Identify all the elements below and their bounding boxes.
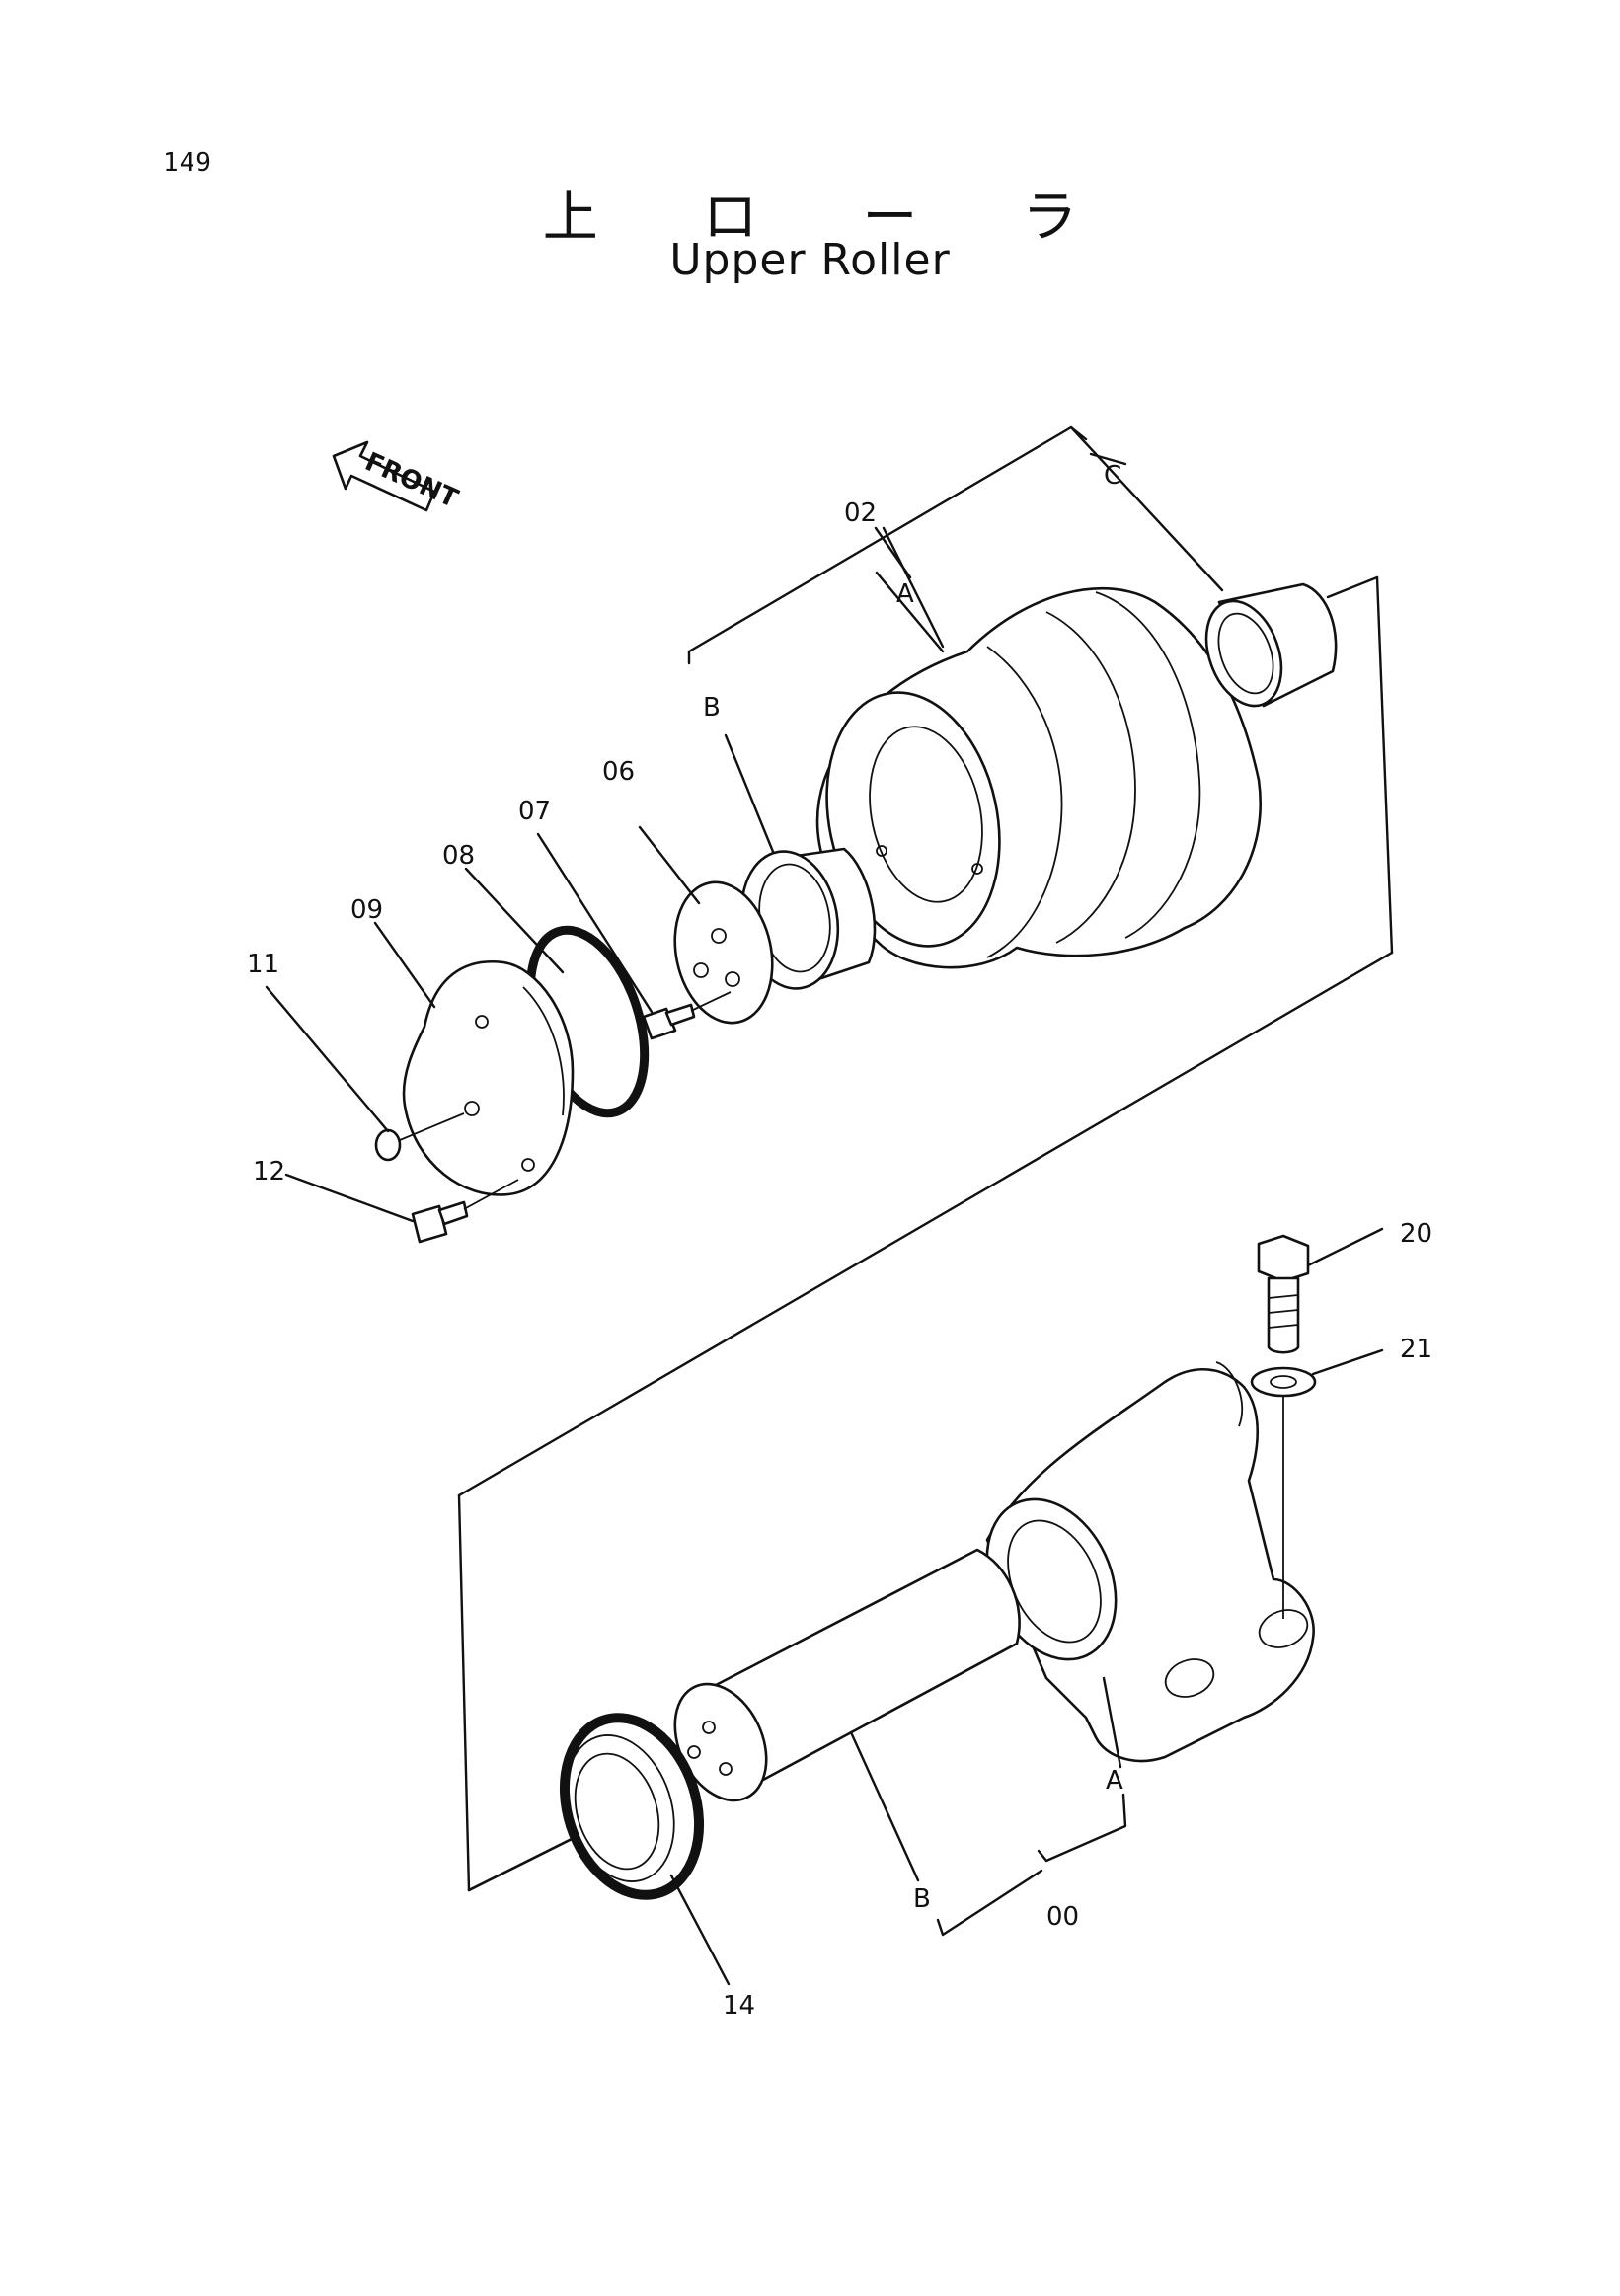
title-english: Upper Roller bbox=[669, 235, 951, 285]
part-shaft bbox=[673, 1548, 1021, 1802]
part-14-seal bbox=[467, 1713, 731, 1986]
part-02-roller-shell bbox=[815, 586, 1262, 969]
label-group-a-upper: A bbox=[896, 579, 914, 609]
upper-bracket-lines bbox=[687, 425, 1224, 871]
label-group-c-upper: C bbox=[1104, 461, 1121, 491]
part-06-thrust-plate bbox=[673, 880, 774, 1025]
label-part-02: 02 bbox=[844, 498, 877, 528]
part-21-washer bbox=[1250, 1348, 1384, 1619]
part-09-cover bbox=[402, 959, 575, 1196]
part-12-bolt bbox=[411, 1179, 519, 1244]
label-group-a-lower: A bbox=[1106, 1766, 1123, 1796]
label-part-12: 12 bbox=[253, 1157, 285, 1186]
front-arrow-icon: FRONT bbox=[332, 440, 462, 514]
part-00-bracket-housing bbox=[985, 1361, 1315, 1763]
label-part-14: 14 bbox=[723, 1991, 755, 2021]
label-group-b-upper: B bbox=[703, 693, 721, 723]
title-japanese: 上 ロ ー ラ bbox=[542, 186, 1121, 250]
page-number: 149 bbox=[163, 148, 212, 178]
part-11-plug bbox=[374, 1112, 465, 1162]
label-part-07: 07 bbox=[518, 797, 551, 826]
part-20-bolt bbox=[1257, 1227, 1384, 1354]
label-part-06: 06 bbox=[602, 757, 635, 787]
part-07-bolt bbox=[642, 991, 732, 1040]
upper-leader-lines bbox=[265, 526, 945, 1223]
label-part-11: 11 bbox=[247, 950, 279, 979]
label-part-09: 09 bbox=[350, 895, 383, 925]
label-part-21: 21 bbox=[1400, 1335, 1432, 1364]
lower-bracket-lines bbox=[849, 1676, 1127, 1937]
label-group-b-lower: B bbox=[913, 1884, 931, 1914]
label-part-00: 00 bbox=[1046, 1902, 1079, 1932]
part-sleeve-bushing bbox=[1204, 582, 1338, 708]
label-part-08: 08 bbox=[442, 841, 475, 871]
label-part-20: 20 bbox=[1400, 1219, 1432, 1249]
